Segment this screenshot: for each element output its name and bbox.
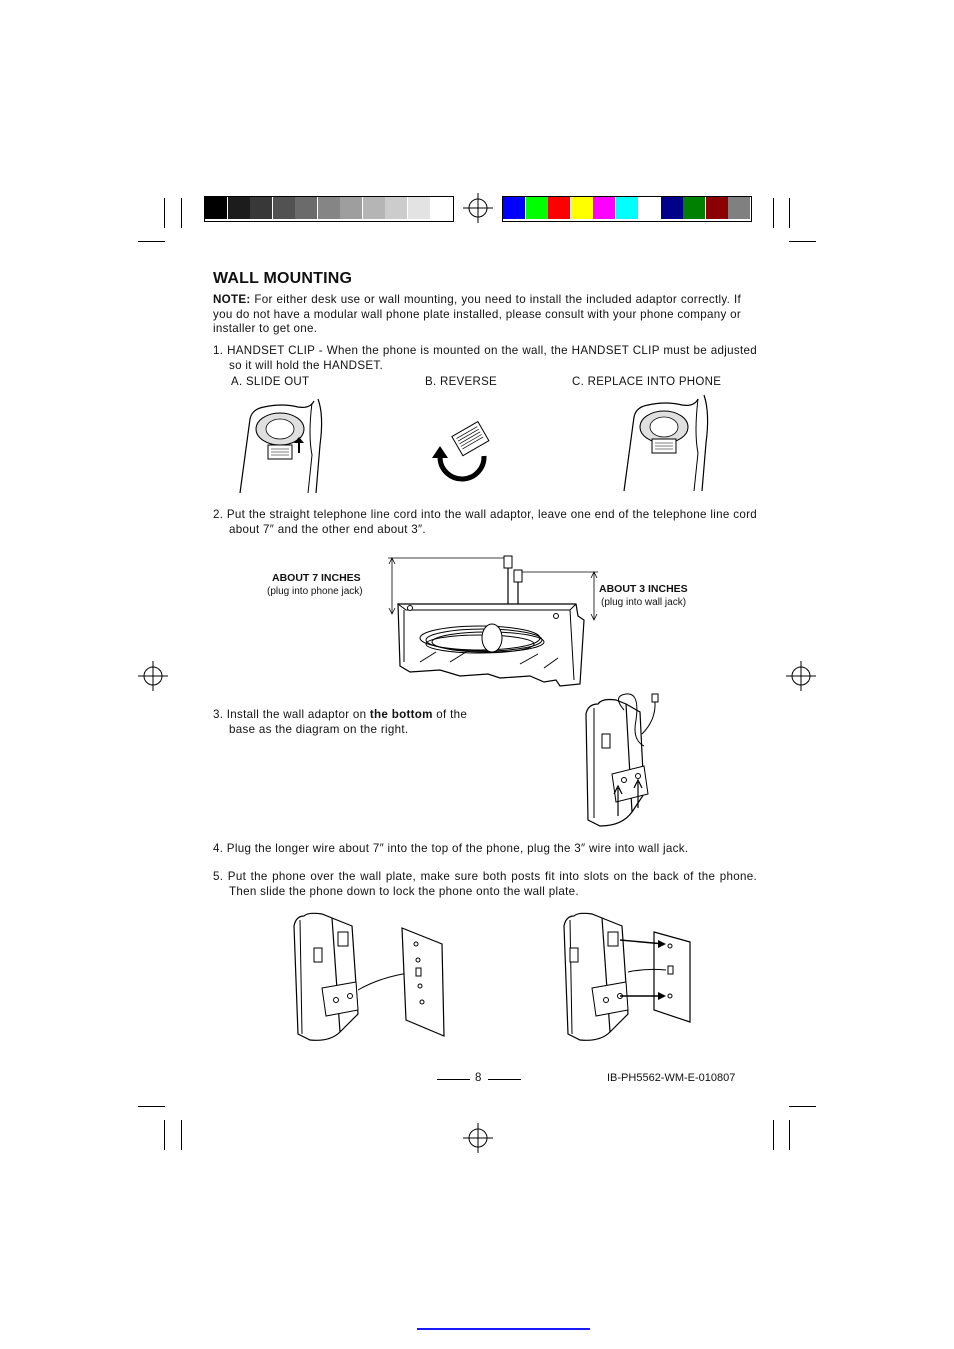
step3-prefix: 3. Install the wall adaptor on: [213, 708, 370, 721]
gray-swatch: [272, 197, 295, 219]
phone-onto-wall-plate-figure-1: [293, 912, 445, 1041]
gray-swatch: [205, 197, 227, 219]
document-code: IB-PH5562-WM-E-010807: [607, 1072, 736, 1084]
registration-mark-left: [138, 661, 168, 691]
handset-clip-slide-out-figure: [239, 398, 323, 494]
step3-text: 3. Install the wall adaptor on the botto…: [213, 708, 487, 737]
gray-swatch: [340, 197, 362, 219]
about-3-inches-label: ABOUT 3 INCHES: [599, 583, 688, 595]
gray-swatch: [227, 197, 250, 219]
color-swatch: [638, 197, 660, 219]
color-swatch: [570, 197, 593, 219]
registration-mark-bottom: [463, 1123, 493, 1153]
grayscale-bar-border: [204, 196, 454, 222]
step1-text: 1. HANDSET CLIP - When the phone is moun…: [213, 344, 757, 372]
footer-rule-right: [488, 1079, 521, 1080]
page-number: 8: [475, 1072, 482, 1084]
gray-swatch: [407, 197, 430, 219]
step5-text: 5. Put the phone over the wall plate, ma…: [213, 870, 757, 898]
about-7-inches-sublabel: (plug into phone jack): [267, 586, 363, 597]
page-title: WALL MOUNTING: [213, 270, 353, 287]
color-swatch: [705, 197, 728, 219]
color-swatch: [525, 197, 548, 219]
note-text: For either desk use or wall mounting, yo…: [213, 293, 741, 336]
step4-text: 4. Plug the longer wire about 7″ into th…: [213, 842, 689, 855]
color-swatch: [660, 197, 683, 219]
gray-swatch: [362, 197, 385, 219]
bottom-blue-rule: [417, 1328, 590, 1330]
gray-swatch: [385, 197, 407, 219]
install-adaptor-bottom-figure: [585, 693, 659, 827]
step2-text: 2. Put the straight telephone line cord …: [213, 508, 757, 536]
about-3-inches-sublabel: (plug into wall jack): [601, 597, 687, 608]
handset-clip-reverse-figure: [432, 420, 490, 482]
step3-suffix: of the base as the diagram on the right.: [229, 708, 468, 736]
gray-swatch: [430, 197, 452, 219]
footer-rule-left: [437, 1079, 470, 1080]
color-bar-border: [502, 196, 752, 222]
gray-swatch: [250, 197, 272, 219]
registration-mark-top: [463, 193, 493, 223]
color-swatch: [503, 197, 525, 219]
step1-label-reverse: B. REVERSE: [425, 376, 498, 388]
registration-mark-right: [786, 661, 816, 691]
color-swatch: [593, 197, 615, 219]
step1-label-replace: C. REPLACE INTO PHONE: [572, 376, 722, 388]
step3-bold: the bottom: [369, 708, 433, 721]
gray-swatch: [295, 197, 317, 219]
step1-label-slide-out: A. SLIDE OUT: [231, 376, 310, 388]
color-swatch: [615, 197, 638, 219]
handset-clip-replace-figure: [623, 394, 709, 492]
wall-adaptor-cord-diagram: [388, 555, 598, 687]
gray-swatch: [317, 197, 340, 219]
about-7-inches-label: ABOUT 7 INCHES: [272, 572, 361, 584]
color-swatch: [683, 197, 705, 219]
color-swatch: [548, 197, 570, 219]
color-swatch: [728, 197, 750, 219]
note-label: NOTE:: [213, 293, 251, 306]
phone-onto-wall-plate-figure-2: [563, 912, 691, 1041]
note-paragraph: NOTE: For either desk use or wall mounti…: [213, 293, 741, 337]
